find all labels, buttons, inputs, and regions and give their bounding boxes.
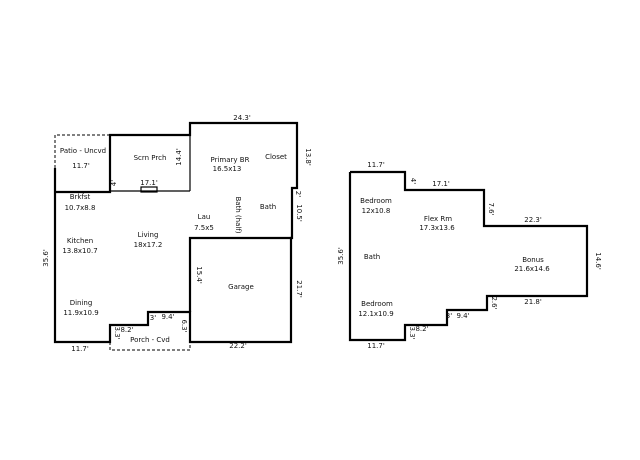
first-floor-labels: Patio - Uncvd 11.7' Scrn Prch 14.4' 17.1… [42,114,312,353]
first-floor-plan [53,121,299,351]
dim2-step-d: 3.3' [408,326,416,339]
door-symbol [140,186,158,193]
dim-top: 24.3' [233,114,251,122]
room-bath: Bath [260,203,276,211]
dim-scrn-width: 17.1' [140,179,158,187]
dim-primary-right: 13.8' [304,148,312,166]
room2-bedroom-bottom-dim: 12.1x10.9 [358,310,393,318]
room-brkfst: Brkfst [70,193,91,201]
dim2-step-b: 9.4' [456,312,469,320]
dim-left-total: 35.6' [42,249,50,267]
second-floor-plan [348,170,589,342]
room-dining-dim: 11.9x10.9 [63,309,98,317]
dim-step-c: 6.3' [180,319,188,332]
dim2-bottom-left: 11.7' [367,342,385,350]
room2-bonus: Bonus [522,256,544,264]
room-patio: Patio - Uncvd [60,147,106,155]
dim-porch-d1: 3.3' [113,326,121,339]
dim-step-b: 9.4' [161,313,174,321]
room-lau-dim: 7.5x5 [194,224,214,232]
dim-garage-left: 15.4' [195,266,203,284]
porch-outline [109,342,191,351]
room-primary-br-dim: 16.5x13 [213,165,242,173]
dim2-bonus-bottom: 21.8' [524,298,542,306]
room2-flex-dim: 17.3x13.6 [419,224,455,232]
dim-porch-small: 4' [110,180,118,186]
room-garage: Garage [228,283,254,291]
room-primary-br: Primary BR [211,156,250,164]
room-porch: Porch - Cvd [130,336,170,344]
dim2-step-c: 8.2' [415,325,428,333]
room2-bedroom-top: Bedroom [360,197,392,205]
patio-outline [54,134,110,168]
dim2-right: 14.6' [594,252,602,270]
second-floor-labels: 11.7' 4' 17.1' Bedroom 12x10.8 7.6' Flex… [337,161,602,350]
room-kitchen: Kitchen [67,237,93,245]
room2-flex: Flex Rm [424,215,452,223]
dim-step-a: 3' [150,314,156,322]
dim2-flex-step: 7.6' [487,202,495,215]
dim-bath-right: 10.5' [295,204,303,222]
room2-bath: Bath [364,253,380,261]
dim2-left-total: 35.6' [337,247,345,265]
dim-porch-d2: 8.2' [120,326,133,334]
second-floor-outer-wall [348,170,589,342]
room-living-dim: 18x17.2 [134,241,163,249]
garage-wall [188,236,291,312]
dim2-bonus-step: 2.6' [490,296,498,309]
room2-bonus-dim: 21.6x14.6 [514,265,550,273]
dim-garage-right: 21.7' [295,280,303,298]
room-scrn-prch: Scrn Prch [134,154,167,162]
room-bath-half: Bath (half) [234,196,242,233]
dim2-bonus-top: 22.3' [524,216,542,224]
room-kitchen-dim: 13.8x10.7 [62,247,97,255]
room-dining: Dining [70,299,93,307]
room2-bedroom-bottom: Bedroom [361,300,393,308]
room-closet: Closet [265,153,287,161]
room-living: Living [138,231,159,239]
dim2-step-top: 4' [409,178,417,184]
dim-patio-width: 11.7' [72,162,90,170]
room2-bedroom-top-dim: 12x10.8 [362,207,391,215]
room-lau: Lau [198,213,211,221]
dim-scrn-height: 14.4' [175,148,183,166]
dim2-flex-width: 17.1' [432,180,450,188]
dim-bottom-garage: 22.2' [229,342,247,350]
room-brkfst-dim: 10.7x8.8 [65,204,96,212]
dim2-top-left: 11.7' [367,161,385,169]
dim-notch-right: 2' [294,191,302,197]
dim2-step-a: 3' [446,312,452,320]
dim-bottom-left: 11.7' [71,345,89,353]
